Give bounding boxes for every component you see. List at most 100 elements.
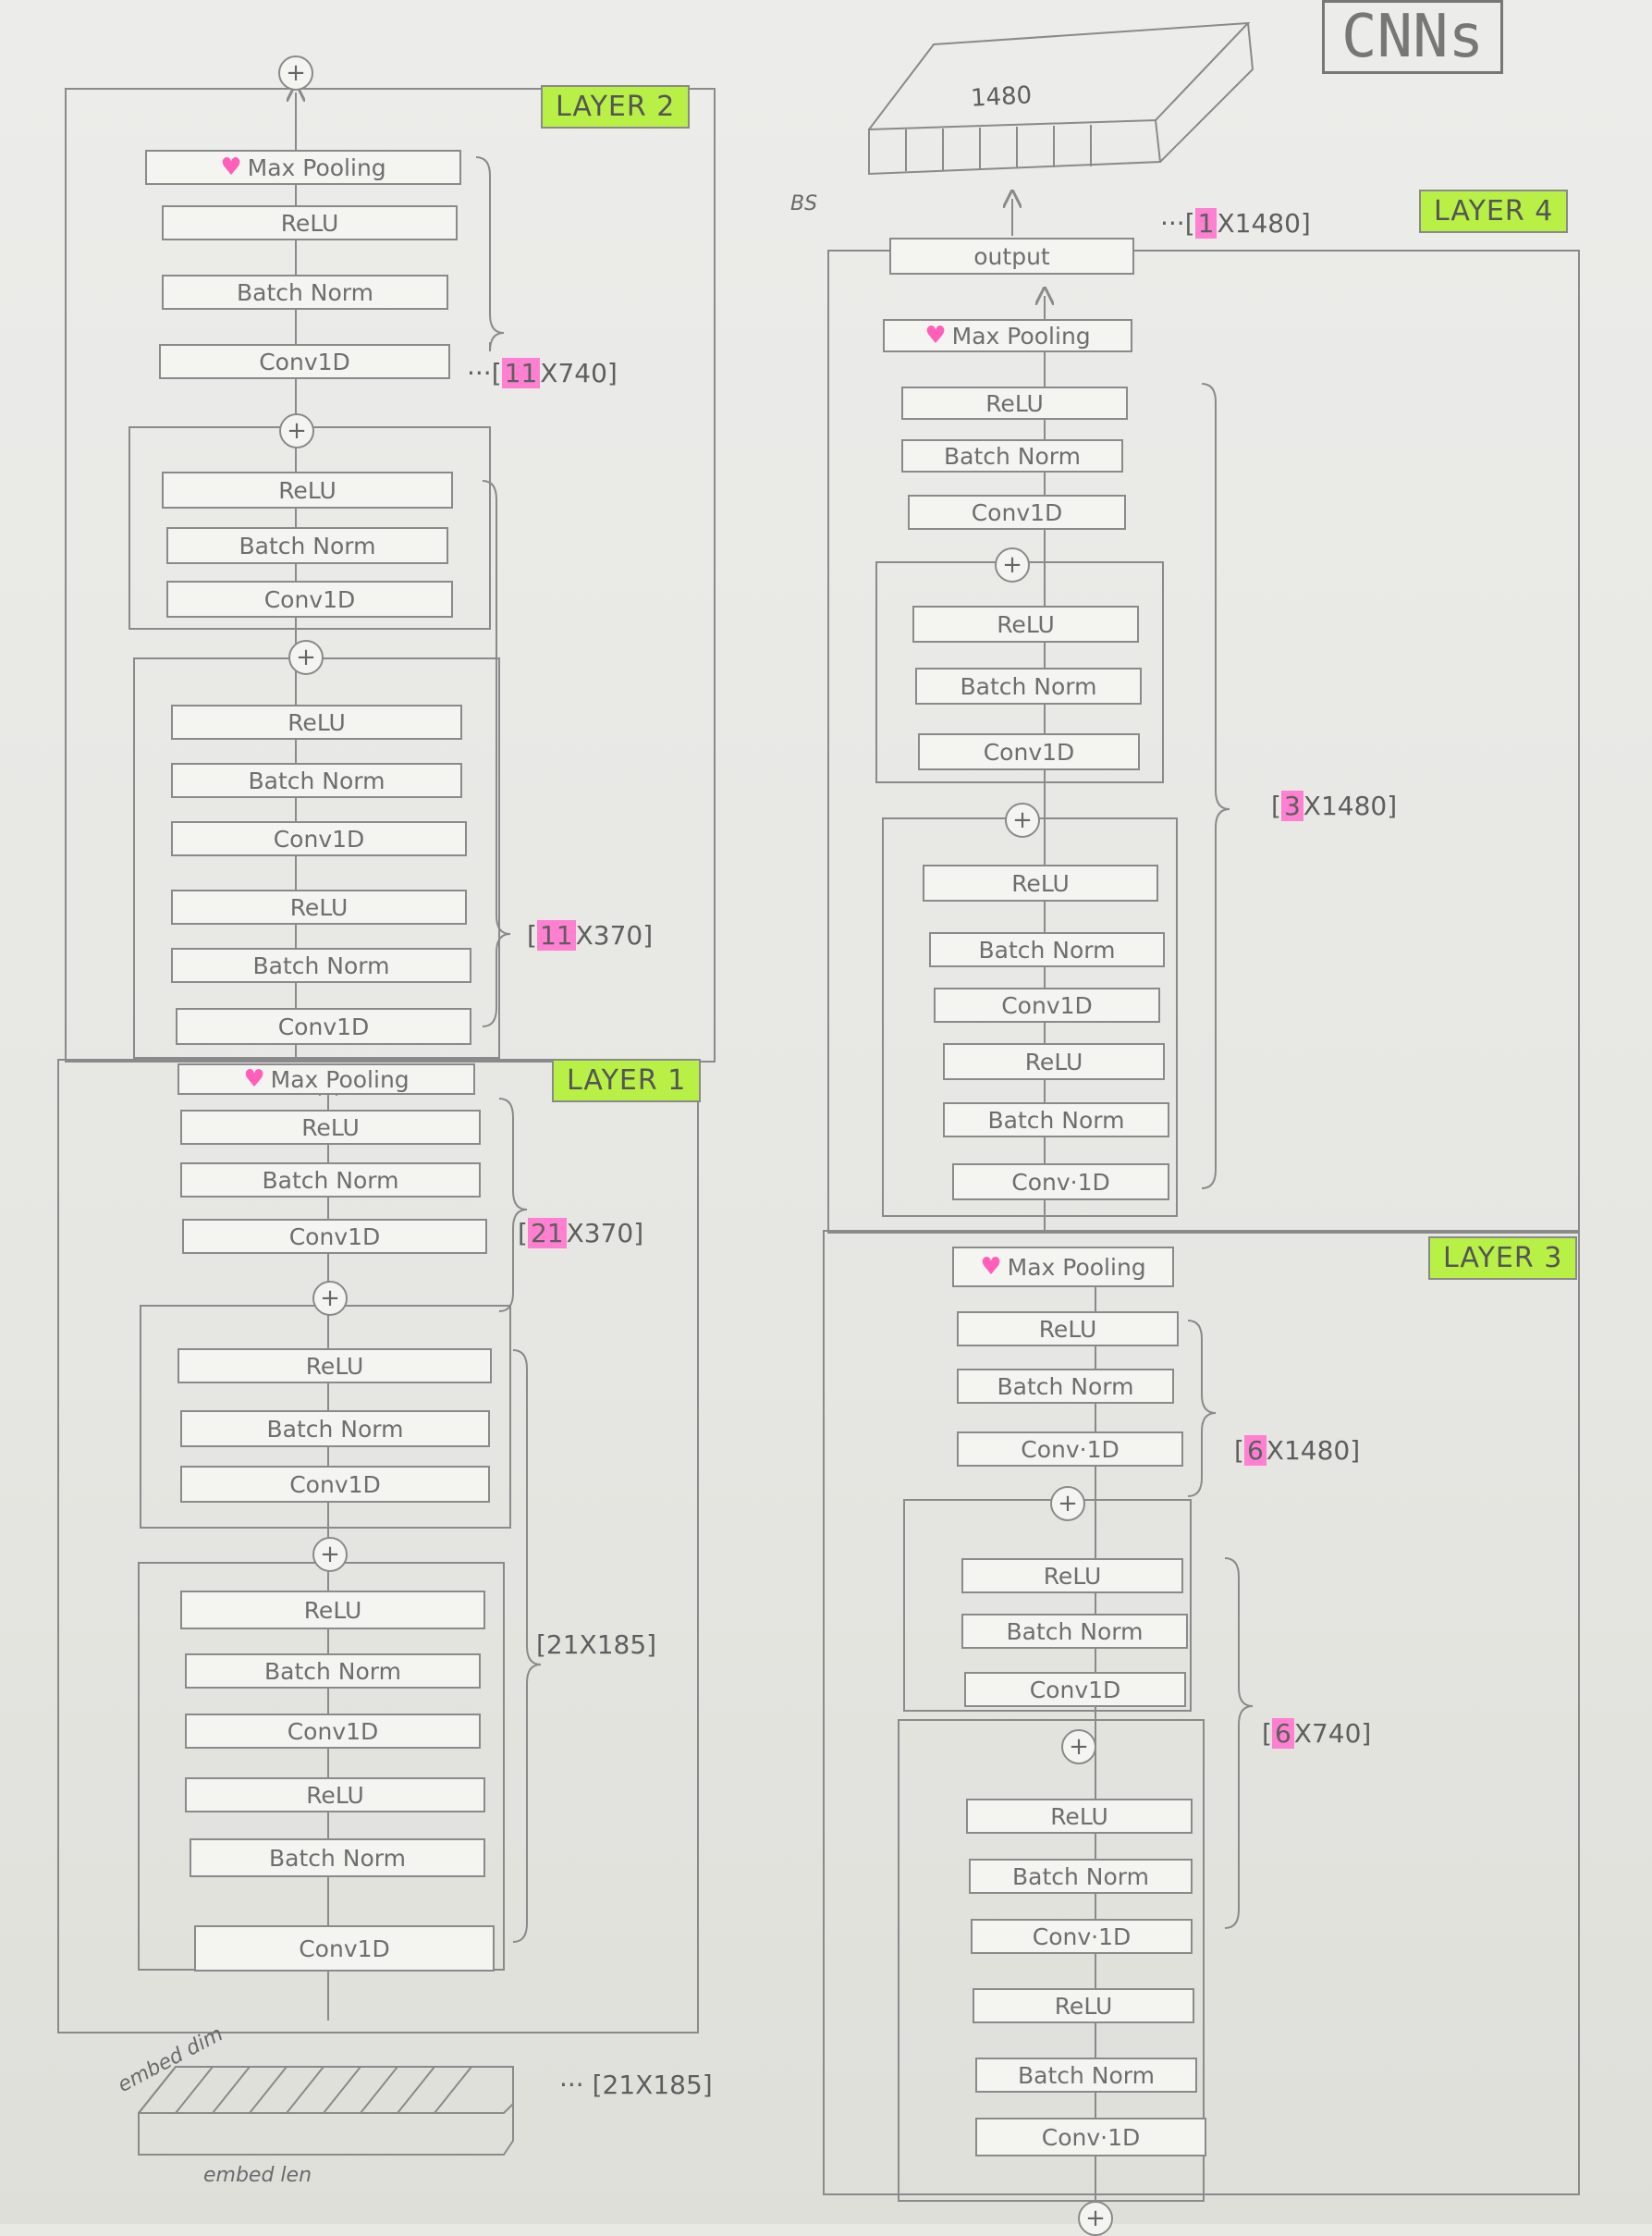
- l1-dim-a-rest: X370]: [566, 1218, 644, 1248]
- heart-icon: ♥: [980, 1253, 1002, 1281]
- l4-bn-b: Batch Norm: [915, 668, 1142, 705]
- top-plus-node: +: [278, 55, 313, 91]
- l4-conv-a: Conv1D: [908, 495, 1126, 530]
- l3-conv-a: Conv·1D: [957, 1431, 1183, 1467]
- l1-conv-d: Conv1D: [194, 1925, 495, 1972]
- l2-dim-a-hl: 11: [501, 358, 541, 388]
- l1-bn-d: Batch Norm: [190, 1838, 485, 1877]
- embed-len-label: embed len: [203, 2164, 312, 2187]
- input-dim: ··· [21X185]: [559, 2070, 713, 2100]
- l1-dim-a-hl: 21: [527, 1218, 567, 1248]
- l4-bn-c: Batch Norm: [929, 932, 1165, 967]
- l3-conv-d: Conv·1D: [975, 2118, 1206, 2156]
- l3-plus-2: +: [1061, 1729, 1096, 1764]
- l3-dim-b-rest: X740]: [1293, 1718, 1372, 1749]
- l4-plus-2: +: [1005, 803, 1040, 838]
- l3-relu-a: ReLU: [957, 1311, 1179, 1346]
- l2-plus-1: +: [279, 413, 314, 448]
- l1-dim-b: [21X185]: [536, 1629, 657, 1660]
- l3-relu-d: ReLU: [973, 1988, 1194, 2023]
- input-dim-text: [21X185]: [592, 2070, 713, 2100]
- l4-relu-b: ReLU: [912, 606, 1139, 643]
- l3-dim-a-rest: X1480]: [1266, 1435, 1361, 1466]
- l2-conv-a: Conv1D: [159, 344, 450, 379]
- l3-conv-c: Conv·1D: [971, 1919, 1193, 1954]
- l4-dim-a-hl: 3: [1280, 791, 1303, 821]
- l2-relu-a: ReLU: [162, 205, 458, 240]
- l1-conv-a: Conv1D: [182, 1219, 487, 1254]
- l3-maxpool: ♥Max Pooling: [952, 1247, 1174, 1287]
- l2-relu-d: ReLU: [171, 890, 467, 925]
- l2-conv-d: Conv1D: [176, 1008, 471, 1045]
- l4-relu-c: ReLU: [923, 865, 1158, 902]
- l4-conv-b: Conv1D: [918, 733, 1140, 770]
- layer1-tag: LAYER 1: [552, 1059, 702, 1102]
- l3-plus-1: +: [1050, 1486, 1085, 1521]
- l3-dim-b-hl: 6: [1271, 1718, 1294, 1749]
- l1-relu-c: ReLU: [180, 1591, 485, 1629]
- l4-bn-d: Batch Norm: [943, 1102, 1169, 1137]
- l2-dim-a-rest: X740]: [540, 358, 618, 388]
- page-title: CNNs: [1322, 0, 1504, 74]
- l2-bn-d: Batch Norm: [171, 948, 471, 983]
- heart-icon: ♥: [924, 322, 947, 350]
- l2-dim-b-hl: 11: [536, 920, 576, 951]
- heart-icon: ♥: [243, 1065, 265, 1093]
- l3-bn-b: Batch Norm: [961, 1614, 1188, 1649]
- l2-bn-b: Batch Norm: [166, 527, 448, 564]
- l4-dim-a-rest: X1480]: [1303, 791, 1398, 821]
- l1-bn-a: Batch Norm: [180, 1162, 481, 1198]
- l2-bn-a: Batch Norm: [162, 275, 448, 310]
- l1-bn-b: Batch Norm: [180, 1410, 490, 1447]
- layer1-frame: [57, 1059, 699, 2033]
- l3-conv-b: Conv1D: [964, 1672, 1186, 1707]
- l3-maxpool-label: Max Pooling: [1007, 1253, 1146, 1281]
- layer4-tag: LAYER 4: [1419, 190, 1569, 233]
- l3-relu-c: ReLU: [966, 1799, 1193, 1834]
- l3-bn-c: Batch Norm: [969, 1859, 1193, 1894]
- l4-maxpool-label: Max Pooling: [951, 322, 1091, 350]
- l1-maxpool-label: Max Pooling: [270, 1065, 410, 1093]
- l3-bn-d: Batch Norm: [975, 2058, 1197, 2093]
- l2-bn-c: Batch Norm: [171, 763, 462, 798]
- l1-relu-d: ReLU: [185, 1777, 485, 1812]
- l2-maxpool: ♥Max Pooling: [145, 150, 461, 185]
- l4-plus-1: +: [995, 547, 1030, 583]
- l2-conv-b: Conv1D: [166, 581, 453, 618]
- l2-plus-2: +: [288, 640, 324, 675]
- l1-conv-c: Conv1D: [185, 1714, 481, 1749]
- l3-bn-a: Batch Norm: [957, 1369, 1174, 1404]
- l4-relu-a: ReLU: [901, 387, 1128, 420]
- l4-maxpool: ♥Max Pooling: [883, 319, 1132, 352]
- l1-relu-b: ReLU: [177, 1348, 492, 1383]
- layer3-frame: [823, 1230, 1580, 2195]
- l2-maxpool-label: Max Pooling: [247, 154, 386, 181]
- l4-conv-d: Conv·1D: [952, 1163, 1169, 1200]
- l1-maxpool: ♥Max Pooling: [177, 1063, 475, 1095]
- l4-conv-c: Conv1D: [934, 988, 1160, 1023]
- l1-conv-b: Conv1D: [180, 1466, 490, 1503]
- l4-dim-out-rest: X1480]: [1217, 208, 1311, 239]
- l3-relu-b: ReLU: [961, 1558, 1183, 1593]
- layer2-tag: LAYER 2: [541, 85, 691, 129]
- l1-relu-a: ReLU: [180, 1110, 481, 1145]
- layer2-frame: [65, 88, 716, 1063]
- l1-plus-1: +: [312, 1281, 348, 1316]
- l2-relu-b: ReLU: [162, 472, 453, 509]
- layer3-tag: LAYER 3: [1428, 1236, 1578, 1280]
- l4-output: output: [889, 238, 1134, 275]
- l2-conv-c: Conv1D: [171, 821, 467, 856]
- l1-plus-2: +: [312, 1537, 348, 1572]
- l1-bn-c: Batch Norm: [185, 1653, 481, 1689]
- l4-relu-d: ReLU: [943, 1043, 1165, 1080]
- l3-dim-a-hl: 6: [1243, 1435, 1267, 1466]
- layer4-frame: [827, 250, 1580, 1234]
